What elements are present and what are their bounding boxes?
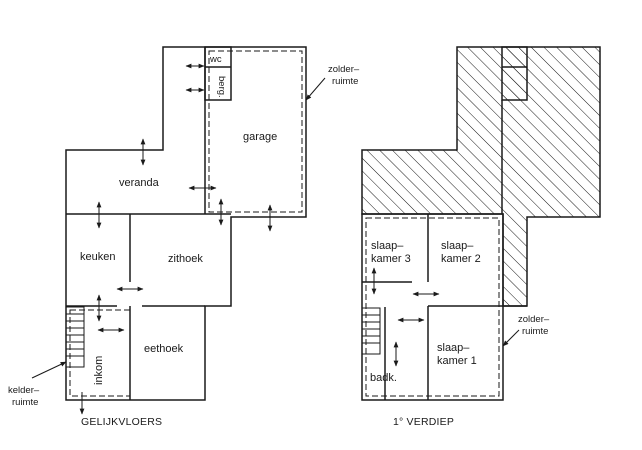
- first-attic-dashed-line: [365, 217, 500, 397]
- room-label-slaapkamer2-line2: kamer 2: [441, 253, 481, 265]
- stair-icon: [361, 307, 381, 355]
- zolder-callout-line: [305, 77, 326, 101]
- first-zolder-callout-line: [502, 329, 520, 347]
- ground-floor-plan: wc berg. garage veranda keuken zithoek e…: [8, 46, 360, 428]
- first-zolder-callout-text-1: zolder–: [518, 314, 550, 325]
- room-label-veranda: veranda: [119, 177, 160, 189]
- room-label-berg: berg.: [216, 76, 227, 98]
- room-label-keuken: keuken: [80, 251, 115, 263]
- room-label-zithoek: zithoek: [168, 253, 203, 265]
- kelder-callout-line: [31, 361, 67, 379]
- room-label-garage: garage: [243, 131, 277, 143]
- room-label-slaapkamer3-line2: kamer 3: [371, 253, 411, 265]
- first-floor-plan: slaap– kamer 3 slaap– kamer 2 slaap– kam…: [361, 46, 601, 428]
- first-zolder-callout-text-2: ruimte: [522, 326, 548, 337]
- ground-floor-title: GELIJKVLOERS: [81, 416, 162, 428]
- room-label-slaapkamer2-line1: slaap–: [441, 240, 474, 252]
- kelder-callout-text-1: kelder–: [8, 385, 40, 396]
- room-label-slaapkamer1-line1: slaap–: [437, 342, 470, 354]
- garage-attic-dashed-line: [208, 50, 303, 213]
- room-label-slaapkamer1-line2: kamer 1: [437, 355, 477, 367]
- room-label-slaapkamer3-line1: slaap–: [371, 240, 404, 252]
- kelder-callout-text-2: ruimte: [12, 397, 38, 408]
- ground-floor-outline: [65, 46, 307, 401]
- double-headed-arrow-icon: [371, 267, 440, 367]
- roof-hatched-area: [361, 46, 601, 307]
- wc-berg-box: [204, 46, 232, 101]
- zolder-callout-text-2: ruimte: [332, 76, 358, 87]
- room-label-inkom: inkom: [93, 356, 105, 385]
- room-label-badk: badk.: [370, 372, 397, 384]
- room-label-eethoek: eethoek: [144, 343, 184, 355]
- stair-icon: [65, 306, 85, 368]
- double-headed-arrow-icon: [96, 63, 273, 333]
- zolder-callout-text-1: zolder–: [328, 64, 360, 75]
- first-floor-title: 1° VERDIEP: [393, 416, 454, 428]
- room-label-wc: wc: [209, 54, 222, 65]
- roof-chimney-box: [501, 46, 528, 101]
